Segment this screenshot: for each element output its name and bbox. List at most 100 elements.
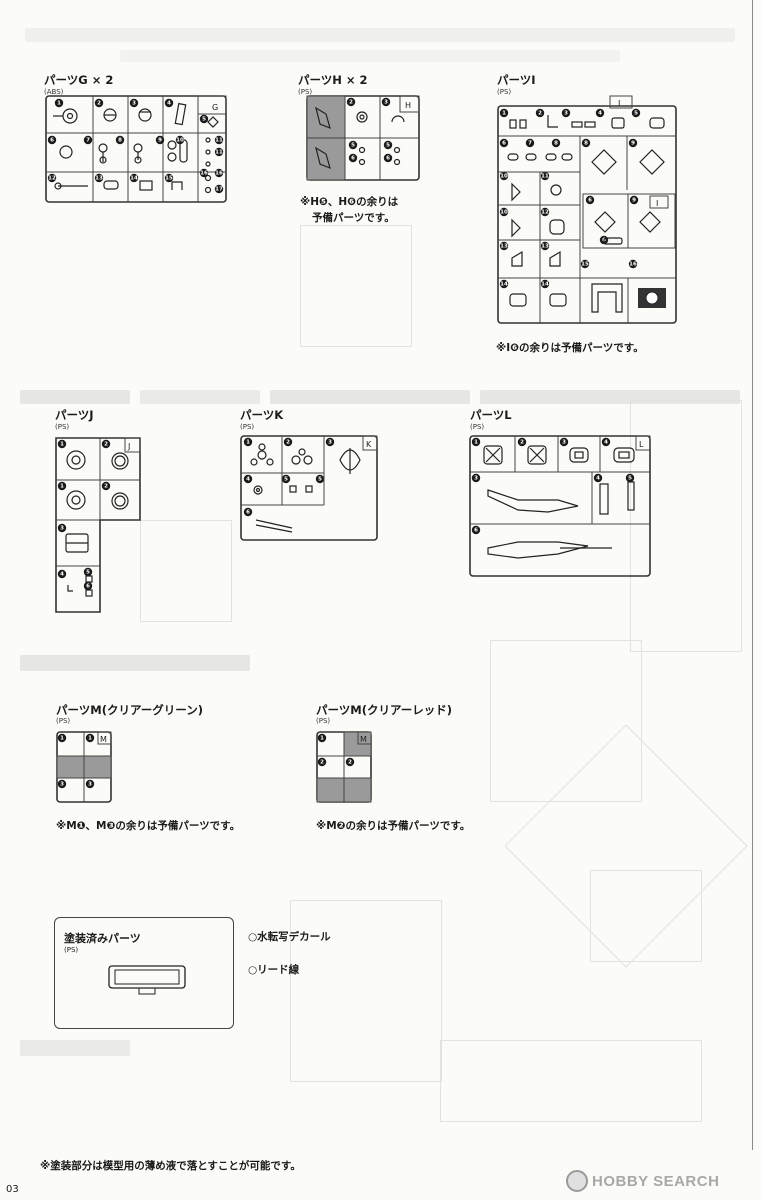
runner-j-letter: J	[127, 442, 130, 451]
runner-h-material: (PS)	[298, 88, 313, 96]
svg-text:1: 1	[60, 735, 64, 741]
part-number-badge: 9	[155, 135, 165, 145]
part-number-badge: 13	[540, 241, 550, 251]
part-number-badge: 14	[499, 279, 509, 289]
svg-text:11: 11	[215, 149, 223, 155]
svg-text:2: 2	[320, 759, 324, 765]
part-number-badge: 5	[348, 140, 358, 150]
svg-text:10: 10	[500, 173, 508, 179]
svg-text:14: 14	[500, 281, 508, 287]
svg-text:16: 16	[200, 170, 208, 176]
part-number-badge: 6	[471, 525, 481, 535]
part-number-badge: 4	[164, 98, 174, 108]
part-number-badge: 6	[243, 507, 253, 517]
part-number-badge: 8	[115, 135, 125, 145]
svg-text:2: 2	[349, 99, 353, 105]
part-number-badge: 9	[628, 138, 638, 148]
svg-text:I: I	[656, 199, 658, 208]
runner-i-title: パーツI	[497, 73, 536, 87]
svg-text:3: 3	[564, 110, 568, 116]
part-number-badge: 10	[499, 207, 509, 217]
part-number-badge: 7	[83, 135, 93, 145]
painted-parts-box: 塗装済みパーツ (PS)	[54, 917, 234, 1029]
part-number-badge: 5	[631, 108, 641, 118]
part-number-badge: 2	[346, 97, 356, 107]
svg-text:9: 9	[632, 197, 636, 203]
runner-g-material: (ABS)	[44, 88, 64, 96]
svg-text:2: 2	[104, 441, 108, 447]
page-border-right	[752, 0, 753, 1150]
part-number-badge: 15	[580, 259, 590, 269]
part-number-badge: 3	[85, 779, 95, 789]
part-number-badge: 3	[559, 437, 569, 447]
part-number-badge: 6	[83, 581, 93, 591]
part-number-badge: 2	[345, 757, 355, 767]
svg-text:6: 6	[86, 583, 90, 589]
part-number-badge: 2	[101, 439, 111, 449]
svg-text:15: 15	[581, 261, 589, 267]
part-number-badge: 2	[94, 98, 104, 108]
svg-text:11: 11	[215, 137, 223, 143]
svg-text:5: 5	[634, 110, 638, 116]
runner-k-material: (PS)	[240, 423, 255, 431]
part-number-badge: 13	[94, 173, 104, 183]
part-number-badge: 3	[129, 98, 139, 108]
part-number-badge: 4	[243, 474, 253, 484]
lead-wire-label: ○リード線	[248, 964, 300, 976]
part-number-badge: 4	[595, 108, 605, 118]
runner-m-red-material: (PS)	[316, 717, 331, 725]
part-number-badge: 8	[581, 138, 591, 148]
part-number-badge: 1	[57, 733, 67, 743]
part-number-badge: 3	[561, 108, 571, 118]
svg-text:5: 5	[386, 142, 390, 148]
part-number-badge: 10	[499, 171, 509, 181]
part-number-badge: 1	[471, 437, 481, 447]
svg-text:1: 1	[60, 483, 64, 489]
svg-text:3: 3	[60, 525, 64, 531]
part-number-badge: 5	[199, 114, 209, 124]
part-number-badge: 14	[129, 173, 139, 183]
part-number-badge: 12	[540, 207, 550, 217]
part-number-badge: 7	[525, 138, 535, 148]
svg-text:3: 3	[384, 99, 388, 105]
runner-l-material: (PS)	[470, 423, 485, 431]
svg-text:9: 9	[631, 140, 635, 146]
svg-text:5: 5	[628, 475, 632, 481]
part-number-badge: 3	[325, 437, 335, 447]
svg-text:13: 13	[500, 243, 508, 249]
part-number-badge: 3	[471, 473, 481, 483]
part-number-badge: 3	[381, 97, 391, 107]
svg-text:3: 3	[60, 781, 64, 787]
svg-text:6: 6	[474, 527, 478, 533]
svg-text:12: 12	[541, 209, 549, 215]
svg-text:6: 6	[246, 509, 250, 515]
svg-text:2: 2	[348, 759, 352, 765]
part-number-badge: 1	[54, 98, 64, 108]
part-number-badge: 2	[283, 437, 293, 447]
svg-text:2: 2	[97, 100, 101, 106]
decal-label: ○水転写デカール	[248, 931, 331, 943]
part-number-badge: 13	[499, 241, 509, 251]
part-number-badge: 16	[199, 168, 209, 178]
svg-text:15: 15	[165, 175, 173, 181]
svg-text:7: 7	[528, 140, 532, 146]
part-number-badge: 15	[164, 173, 174, 183]
svg-text:6: 6	[588, 197, 592, 203]
svg-text:6: 6	[502, 140, 506, 146]
svg-text:13: 13	[541, 243, 549, 249]
runner-m-red-note: ※M❷の余りは予備パーツです。	[316, 820, 471, 832]
part-number-badge: 4	[57, 569, 67, 579]
runner-h-title: パーツH × 2	[298, 73, 368, 87]
svg-text:3: 3	[474, 475, 478, 481]
part-number-badge: 2	[517, 437, 527, 447]
part-number-badge: 6	[499, 138, 509, 148]
svg-text:4: 4	[60, 571, 64, 577]
part-number-badge: 16	[628, 259, 638, 269]
runner-l-title: パーツL	[470, 408, 512, 422]
part-number-badge: 1	[317, 733, 327, 743]
svg-text:13: 13	[95, 175, 103, 181]
